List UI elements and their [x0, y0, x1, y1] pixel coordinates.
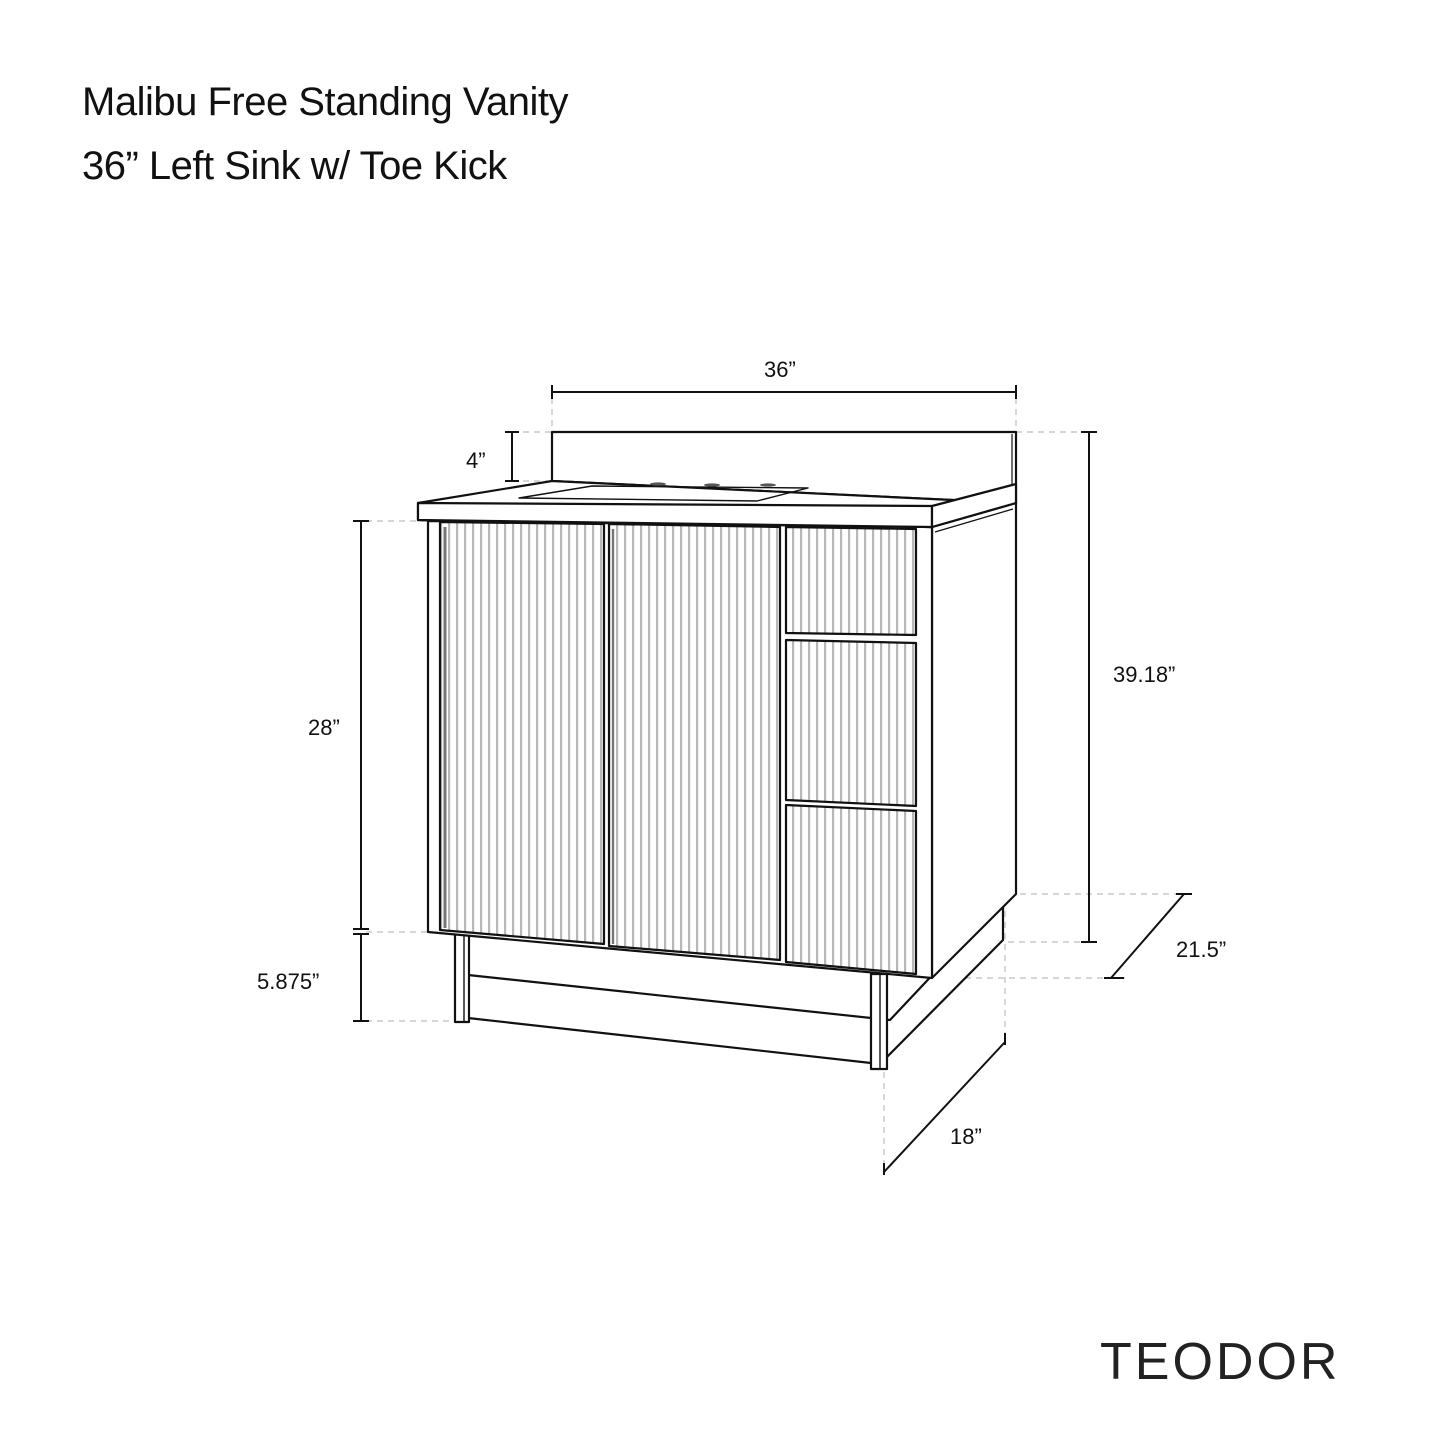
left-leg [453, 932, 471, 1024]
top-depth-dimension-label: 21.5” [1176, 937, 1227, 962]
width-dimension-label: 36” [764, 357, 796, 382]
dimension-lines [353, 385, 1192, 1175]
backsplash-dimension-label: 4” [466, 448, 486, 473]
center-door [607, 522, 782, 962]
sink-outline [518, 485, 809, 502]
faucet-hole [650, 482, 666, 486]
right-leg [869, 972, 889, 1071]
top-drawer [784, 525, 918, 637]
left-door [438, 520, 606, 946]
product-subtitle: 36” Left Sink w/ Toe Kick [82, 144, 507, 188]
middle-drawer [784, 638, 918, 808]
base-depth-dimension-label: 18” [950, 1124, 982, 1149]
countertop-side [930, 482, 1018, 529]
faucet-hole [760, 483, 776, 487]
brand-logo: TEODOR [1100, 1333, 1341, 1391]
total-height-dimension-label: 39.18” [1113, 662, 1176, 687]
vanity [416, 430, 1018, 1071]
product-title: Malibu Free Standing Vanity [82, 80, 569, 124]
bottom-drawer [784, 803, 918, 976]
toe-kick-dimension-label: 5.875” [257, 969, 320, 994]
faucet-hole [704, 483, 720, 487]
cabinet-height-dimension-label: 28” [308, 715, 340, 740]
